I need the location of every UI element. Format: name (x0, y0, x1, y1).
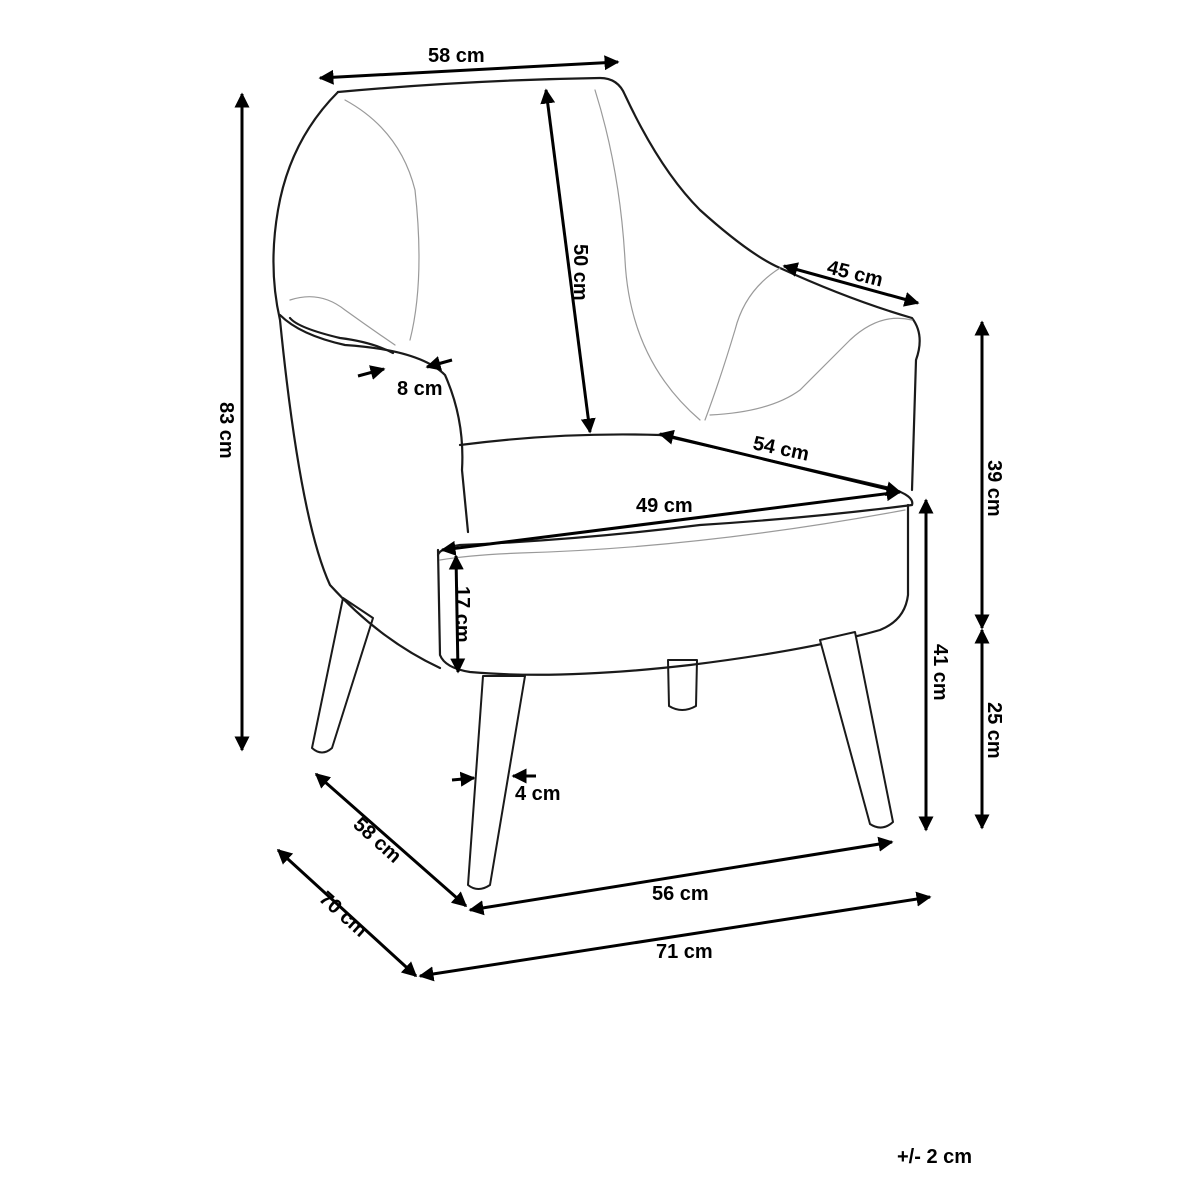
leg-depth-label: 58 cm (349, 813, 406, 867)
right-arm-inner-curve (704, 267, 781, 421)
total-height-label: 83 cm (215, 402, 237, 459)
seat-width-label: 49 cm (636, 495, 693, 517)
chair-shell-outline (336, 76, 921, 492)
armrest-length-line (782, 262, 920, 307)
seat-height-label: 41 cm (929, 644, 951, 701)
left-arm-side (288, 316, 395, 355)
seat-width-line (440, 486, 902, 556)
cushion-height-label: 17 cm (451, 586, 473, 643)
back-left-leg (311, 597, 374, 754)
total-depth-label: 70 cm (315, 887, 372, 941)
leg-width-label: 4 cm (515, 783, 561, 805)
leg-height-label: 25 cm (983, 702, 1005, 759)
arm-height-label: 39 cm (983, 460, 1005, 517)
arm-thickness-label: 8 cm (397, 378, 443, 400)
top-width-label: 58 cm (428, 45, 485, 67)
chair-drawing (272, 76, 921, 890)
seat-piping (439, 509, 906, 561)
leg-width-left-tick (451, 771, 476, 787)
right-arm-roll (709, 317, 913, 416)
left-arm-roll (289, 296, 396, 346)
backrest-height-label: 50 cm (569, 244, 591, 301)
total-width-line (418, 891, 932, 982)
back-inner-curve-left (344, 99, 420, 341)
dimension-labels: 58 cm 50 cm 45 cm 83 cm 8 cm 54 cm 49 cm… (215, 45, 1005, 1168)
arm-thickness-right-tick (425, 356, 453, 371)
leg-depth-line (314, 772, 468, 908)
front-right-leg (819, 631, 894, 829)
chair-back-left-outline (272, 90, 442, 670)
cushion-height-line (448, 554, 466, 674)
dimension-lines (234, 55, 990, 982)
back-right-leg (667, 659, 698, 711)
left-arm-front (278, 313, 470, 534)
seat-depth-label: 54 cm (751, 432, 811, 465)
tolerance-note: +/- 2 cm (897, 1146, 972, 1168)
top-width-line (318, 55, 620, 85)
arm-thickness-left-tick (357, 365, 386, 380)
total-depth-line (276, 848, 418, 978)
back-inner-curve-right (594, 89, 701, 421)
leg-span-label: 56 cm (652, 883, 709, 905)
total-width-label: 71 cm (656, 941, 713, 963)
seat-depth-line (658, 429, 902, 497)
backrest-height-line (540, 88, 596, 434)
